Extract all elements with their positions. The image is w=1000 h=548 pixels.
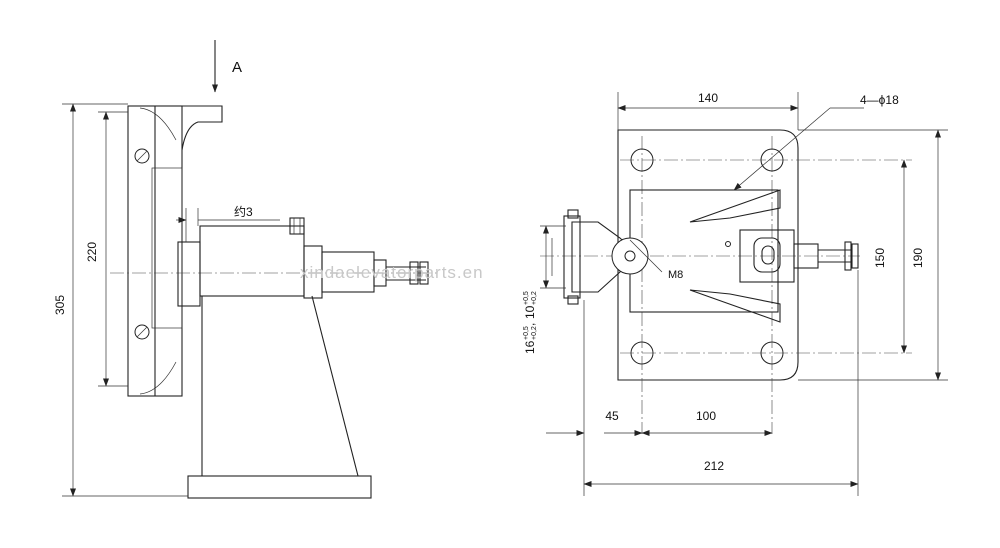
watermark: xindaelevatorparts.en <box>300 263 484 282</box>
dim-height-inner: 150 <box>873 248 887 268</box>
inner-mechanism <box>629 189 859 323</box>
view-label: A <box>232 59 242 76</box>
bracket-body <box>177 217 429 499</box>
dim-width-top: 140 <box>698 91 718 105</box>
dim-hole-spacing: 100 <box>696 409 716 423</box>
dim-gap: 约3 <box>234 204 253 219</box>
tolerance-a-lower: +0,2 <box>531 326 538 340</box>
tolerance-b-upper: +0,5 <box>523 291 530 305</box>
dim-width-total: 212 <box>704 459 724 473</box>
dim-holes: 4—ϕ18 <box>860 93 899 107</box>
guide-shoe-body <box>127 105 223 397</box>
thread-label: M8 <box>668 269 683 281</box>
tolerance-sep: , <box>523 323 537 326</box>
mounting-plate <box>617 129 799 381</box>
tolerance-label: 16 +0,5 +0,2 , 10 +0,5 +0,2 <box>523 291 538 354</box>
clevis: M8 <box>563 209 683 305</box>
tolerance-a-upper: +0,5 <box>523 326 530 340</box>
tolerance-a-base: 16 <box>523 340 537 354</box>
front-view: M8 140 4—ϕ18 150 190 45 100 212 <box>523 91 948 496</box>
tolerance-b-base: 10 <box>523 305 537 319</box>
dim-height-inner: 220 <box>85 242 99 262</box>
dim-height-outer: 190 <box>911 248 925 268</box>
dim-height-total: 305 <box>53 295 67 315</box>
base-plate <box>187 475 372 499</box>
dim-left-offset: 45 <box>605 409 619 423</box>
tolerance-b-lower: +0,2 <box>531 291 538 305</box>
side-view: A <box>53 40 440 499</box>
pin-icon <box>624 250 636 262</box>
